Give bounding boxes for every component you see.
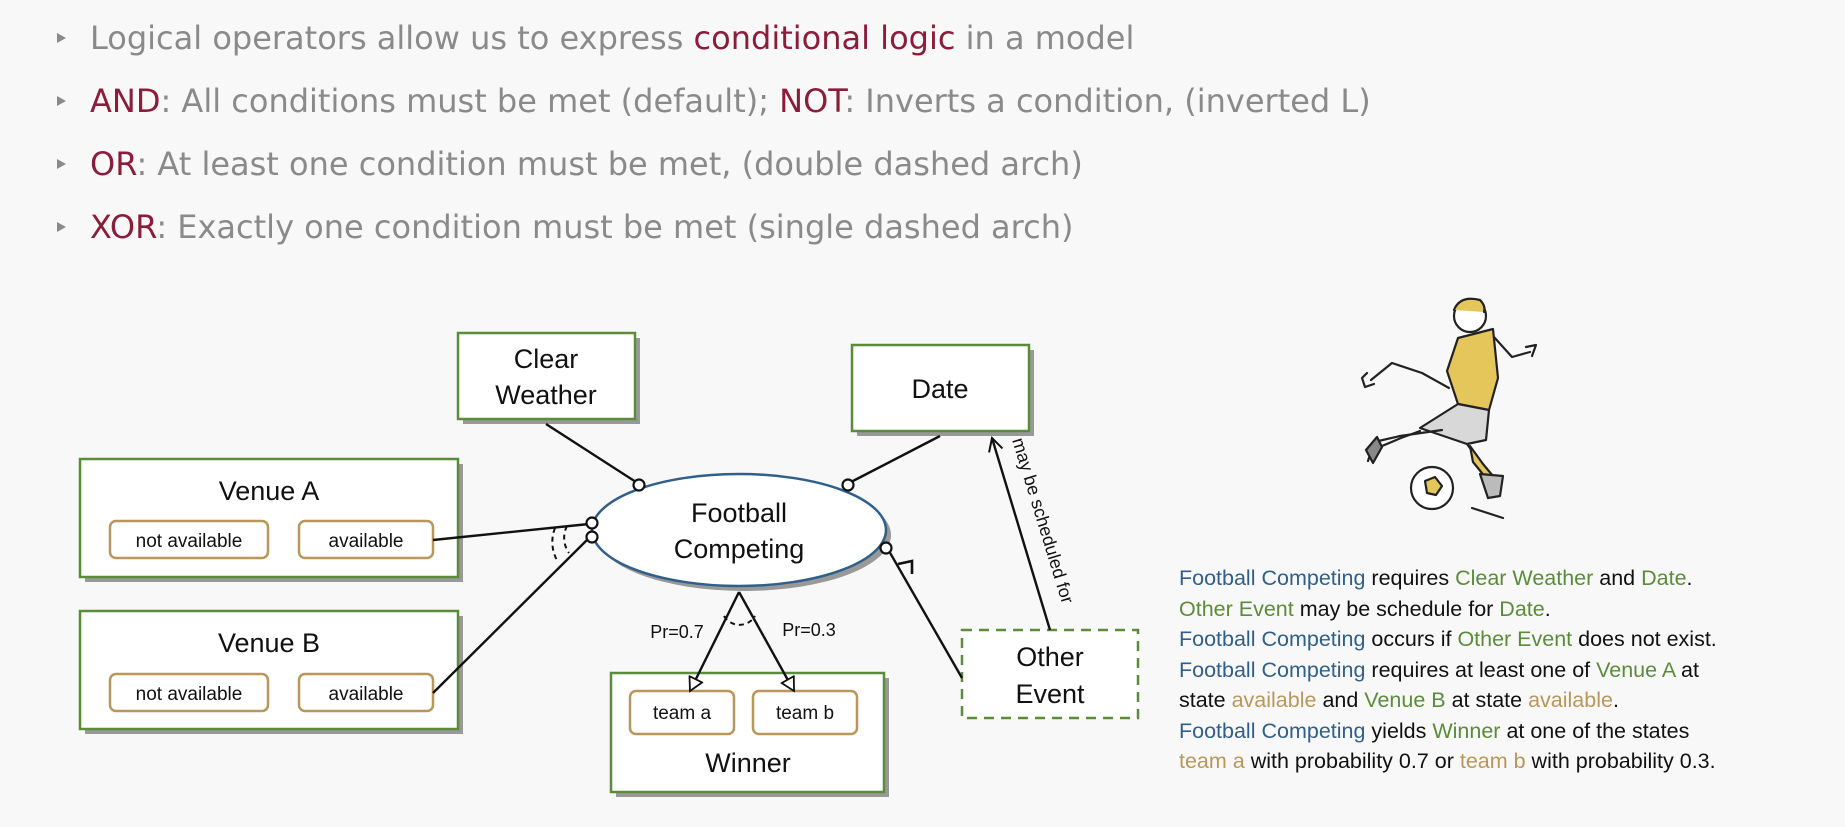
not-inverted-l-icon — [897, 559, 914, 574]
description-line: Football Competing requires at least one… — [1179, 657, 1699, 682]
result-link-team-a — [690, 591, 741, 691]
opm-diagram: Clear Weather Date Venue A not available… — [78, 297, 1538, 797]
description-line: Football Competing occurs if Other Event… — [1179, 627, 1717, 651]
description-line: Other Event may be schedule for Date. — [1179, 596, 1551, 621]
venue-a-object: Venue A not available available — [78, 457, 463, 582]
bullet-text: OR: At least one condition must be met, … — [90, 145, 1083, 183]
description-line: state available and Venue B at state ava… — [1179, 688, 1619, 712]
venue-b-title: Venue B — [218, 628, 320, 658]
venue-b-object: Venue B not available available — [78, 609, 463, 734]
football-player-illustration — [1360, 297, 1538, 520]
scheduled-for-link — [992, 438, 1052, 631]
clear-weather-label-line1: Clear — [514, 344, 579, 374]
winner-state-team-a — [628, 689, 736, 736]
bullet-text: AND: All conditions must be met (default… — [90, 82, 1371, 120]
winner-state-team-a-label: team a — [653, 703, 712, 724]
clear-weather-label-line2: Weather — [495, 380, 597, 410]
bullet-triangle-icon — [57, 222, 66, 232]
xor-single-dashed-arch — [723, 615, 756, 626]
venue-b-state-available-label: available — [329, 684, 404, 705]
winner-state-team-b — [751, 689, 859, 736]
clear-weather-object: Clear Weather — [456, 331, 640, 424]
bullet-text: Logical operators allow us to express co… — [90, 19, 1135, 57]
bullet-triangle-icon — [57, 96, 66, 106]
venue-b-state-not-available-label: not available — [136, 684, 243, 705]
winner-title: Winner — [705, 748, 791, 778]
bullet-item: XOR: Exactly one condition must be met (… — [52, 203, 1371, 266]
venue-b-available-link — [432, 536, 591, 694]
venue-a-state-not-available — [108, 519, 270, 560]
description-line: Football Competing requires Clear Weathe… — [1179, 566, 1693, 590]
probability-label-team-b: Pr=0.3 — [782, 620, 836, 640]
process-label-line1: Football — [691, 498, 787, 528]
other-event-object: Other Event — [960, 628, 1140, 720]
venue-b-state-not-available — [108, 672, 270, 713]
result-link-team-b — [737, 591, 796, 691]
diagram-description: Football Competing requires Clear Weathe… — [1179, 563, 1717, 777]
process-label-line2: Competing — [674, 534, 805, 564]
winner-object: team a team b Winner — [609, 671, 889, 797]
bullet-item: AND: All conditions must be met (default… — [52, 77, 1371, 140]
description-line: Football Competing yields Winner at one … — [1179, 718, 1690, 743]
other-event-label-line1: Other — [1016, 642, 1084, 672]
venue-a-state-available-label: available — [329, 531, 404, 552]
scheduled-for-label: may be scheduled for — [1008, 435, 1077, 605]
bullet-list: Logical operators allow us to express co… — [52, 14, 1371, 266]
venue-a-state-not-available-label: not available — [136, 531, 243, 552]
or-double-dashed-arch — [551, 525, 570, 563]
bullet-item: Logical operators allow us to express co… — [52, 14, 1371, 77]
winner-state-team-b-label: team b — [776, 703, 834, 724]
description-line: team a with probability 0.7 or team b wi… — [1179, 749, 1716, 773]
football-competing-process: Football Competing — [590, 472, 891, 591]
date-link — [850, 434, 941, 484]
bullet-triangle-icon — [57, 159, 66, 169]
bullet-text: XOR: Exactly one condition must be met (… — [90, 208, 1074, 246]
date-object: Date — [850, 343, 1034, 436]
bullet-triangle-icon — [57, 33, 66, 43]
bullet-item: OR: At least one condition must be met, … — [52, 140, 1371, 203]
clear-weather-link — [545, 422, 637, 484]
condition-links — [432, 422, 964, 694]
venue-a-title: Venue A — [219, 476, 320, 506]
other-event-not-link — [887, 550, 964, 679]
link-endpoints — [585, 478, 893, 555]
venue-a-available-link — [432, 522, 590, 542]
probability-label-team-a: Pr=0.7 — [650, 622, 704, 642]
other-event-label-line2: Event — [1015, 679, 1085, 709]
date-label: Date — [911, 374, 968, 404]
result-links — [690, 591, 796, 691]
